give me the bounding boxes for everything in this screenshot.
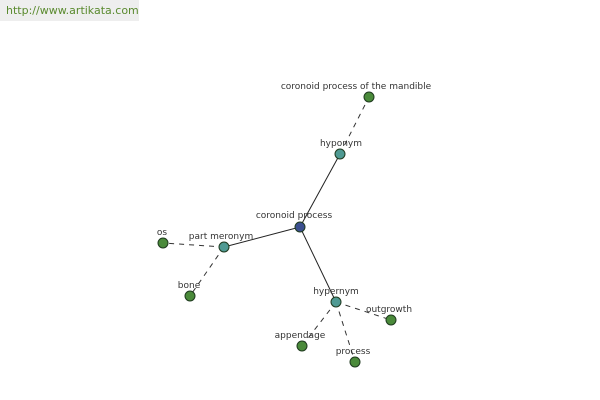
node-leaf-process[interactable] bbox=[349, 356, 361, 368]
label-relation-hypernym[interactable]: hypernym bbox=[313, 287, 359, 297]
label-leaf-outgrowth[interactable]: outgrowth bbox=[366, 305, 412, 315]
label-leaf-os[interactable]: os bbox=[157, 228, 168, 238]
node-leaf-outgrowth[interactable] bbox=[385, 314, 397, 326]
label-relation-part-meronym[interactable]: part meronym bbox=[189, 232, 253, 242]
edge-hypernym-to-process bbox=[335, 301, 356, 363]
edge-part-meronym-to-os bbox=[162, 242, 225, 248]
node-center[interactable] bbox=[294, 221, 306, 233]
node-leaf-bone[interactable] bbox=[184, 290, 196, 302]
node-relation-hyponym[interactable] bbox=[334, 148, 346, 160]
label-leaf-bone[interactable]: bone bbox=[178, 281, 201, 291]
label-center[interactable]: coronoid process bbox=[256, 211, 333, 221]
label-relation-hyponym[interactable]: hyponym bbox=[320, 139, 362, 149]
edge-center-to-hypernym bbox=[299, 226, 337, 303]
site-url-banner[interactable]: http://www.artikata.com bbox=[0, 0, 139, 21]
node-relation-part-meronym[interactable] bbox=[218, 241, 230, 253]
node-leaf-os[interactable] bbox=[157, 237, 169, 249]
node-relation-hypernym[interactable] bbox=[330, 296, 342, 308]
edge-center-to-part-meronym bbox=[223, 226, 301, 248]
label-leaf-coronoid-process-of-the-mandible[interactable]: coronoid process of the mandible bbox=[281, 82, 432, 92]
label-leaf-process[interactable]: process bbox=[336, 347, 371, 357]
node-leaf-appendage[interactable] bbox=[296, 340, 308, 352]
node-leaf-coronoid-process-of-the-mandible[interactable] bbox=[363, 91, 375, 103]
label-leaf-appendage[interactable]: appendage bbox=[275, 331, 326, 341]
edge-hyponym-to-coronoid-process-of-the-mandible bbox=[339, 96, 370, 155]
edge-center-to-hyponym bbox=[299, 153, 341, 228]
